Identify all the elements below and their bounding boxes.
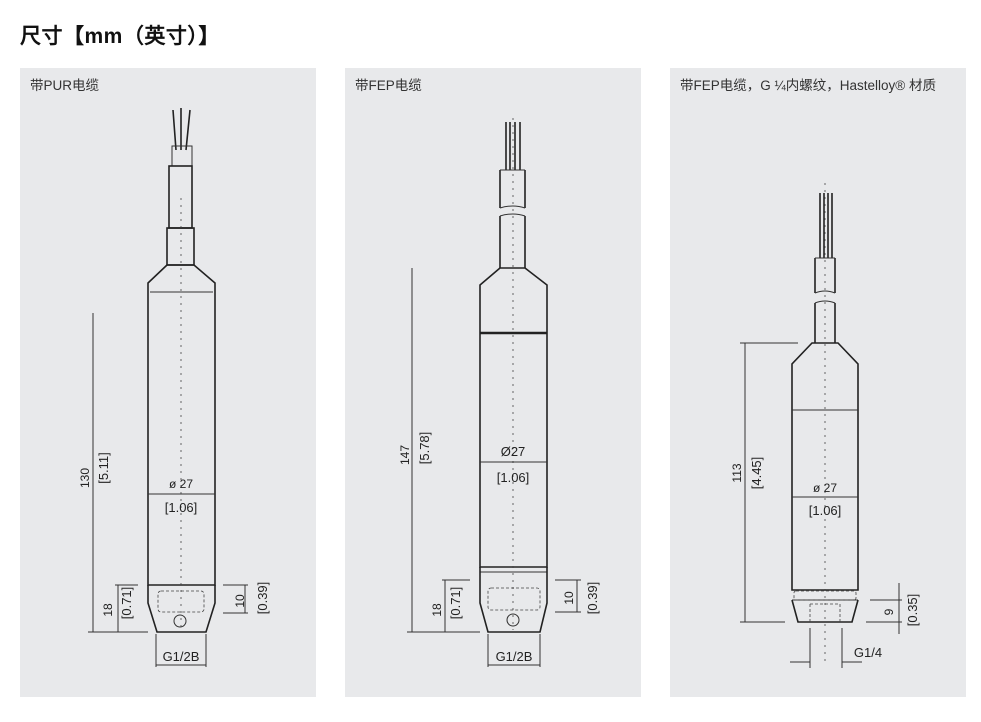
drawing-panel-fep-hastelloy: 带FEP电缆，G ¼内螺纹，Hastelloy® 材质 113 [4.45] ø… (670, 68, 966, 697)
dimension-diameter: ø 27 [1.06] (148, 477, 215, 515)
dimension-bottom: 18 [0.71] (430, 579, 470, 632)
length-mm-label: 130 (78, 468, 92, 488)
bottom-in-label: [0.71] (119, 587, 134, 620)
sensor-outline (147, 108, 216, 633)
panel-caption: 带PUR电缆 (30, 78, 100, 93)
diameter-in-label: [1.06] (809, 503, 842, 518)
diameter-mm-label: ø 27 (169, 477, 193, 491)
panel-caption: 带FEP电缆 (355, 78, 422, 93)
dimension-thread: G1/2B (155, 634, 207, 667)
diameter-mm-label: Ø27 (501, 444, 526, 459)
dimension-drawing: 147 [5.78] Ø27 [1.06] 18 [0.71] 10 [0.39… (398, 118, 600, 667)
inner-in-label: [0.35] (905, 594, 920, 627)
dimension-inner: 10 [0.39] (555, 579, 600, 615)
inner-mm-label: 9 (882, 608, 896, 615)
panel-caption: 带FEP电缆，G ¼内螺纹，Hastelloy® 材质 (680, 78, 936, 93)
dimension-length: 147 [5.78] (398, 268, 480, 633)
bottom-in-label: [0.71] (448, 587, 463, 620)
bottom-mm-label: 18 (430, 603, 444, 617)
thread-label: G1/4 (854, 645, 882, 660)
length-mm-label: 113 (730, 463, 744, 482)
diameter-mm-label: ø 27 (813, 481, 837, 495)
dimension-drawing: 113 [4.45] ø 27 [1.06] 9 [0.35] G1/4 (730, 183, 920, 668)
sensor-outline (791, 183, 859, 663)
diameter-in-label: [1.06] (165, 500, 198, 515)
inner-in-label: [0.39] (255, 582, 270, 615)
drawing-panel-pur-cable: 带PUR电缆 130 [5.11] ø 27 [1.06] (20, 68, 316, 697)
dimension-drawing: 130 [5.11] ø 27 [1.06] 18 [0.71] 10 [0.3… (78, 108, 270, 667)
diameter-in-label: [1.06] (497, 470, 530, 485)
dimension-diameter: ø 27 [1.06] (792, 481, 858, 518)
inner-mm-label: 10 (233, 594, 247, 608)
dimension-inner: 9 [0.35] (866, 583, 920, 634)
dimension-diameter: Ø27 [1.06] (480, 444, 547, 485)
dimension-length: 113 [4.45] (730, 342, 798, 623)
length-mm-label: 147 (398, 445, 412, 465)
inner-mm-label: 10 (562, 591, 576, 605)
page-title: 尺寸【mm（英寸）】 (20, 25, 220, 48)
dimension-bottom: 18 [0.71] (101, 584, 138, 632)
length-in-label: [4.45] (749, 457, 764, 490)
dimension-thread: G1/4 (790, 628, 882, 668)
length-in-label: [5.11] (96, 452, 111, 484)
sensor-outline (479, 118, 548, 633)
length-in-label: [5.78] (417, 432, 432, 465)
drawing-panel-fep-cable: 带FEP电缆 147 [5.78] Ø27 [1.06] (345, 68, 641, 697)
thread-label: G1/2B (496, 649, 533, 664)
bottom-mm-label: 18 (101, 603, 115, 617)
dimension-length: 130 [5.11] (78, 313, 148, 633)
dimension-thread: G1/2B (487, 634, 541, 667)
thread-label: G1/2B (163, 649, 200, 664)
dimension-inner: 10 [0.39] (223, 582, 270, 615)
inner-in-label: [0.39] (585, 582, 600, 615)
